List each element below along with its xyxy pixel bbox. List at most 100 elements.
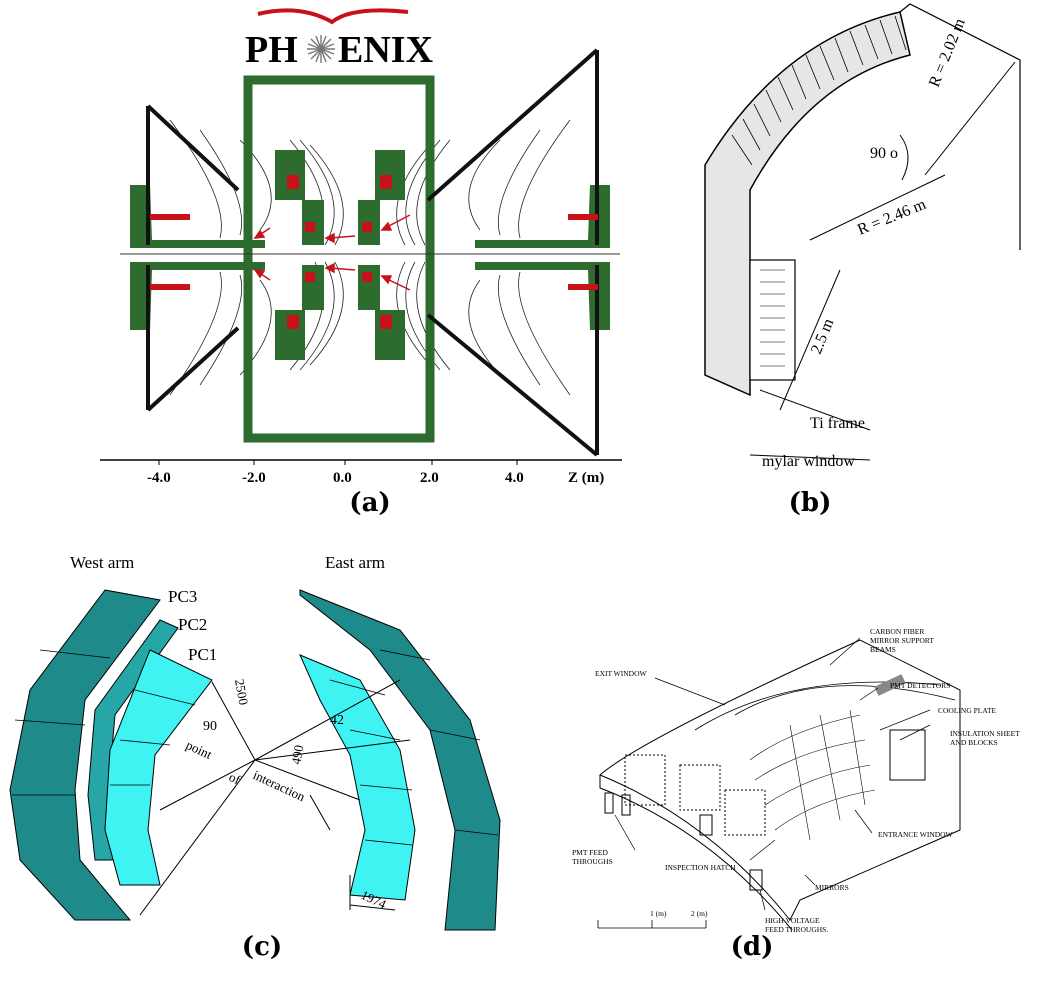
caption-a: (a) [349, 488, 391, 518]
cone-frames [146, 48, 599, 457]
cone-left-upper [130, 185, 265, 248]
label-hv-1: HIGH VOLTAGE [765, 916, 820, 925]
dim-2500: 2500 [232, 678, 251, 706]
rich-pmt-array [874, 674, 926, 781]
d-labels: EXIT WINDOW CARBON FIBER MIRROR SUPPORT … [572, 627, 1020, 934]
z-axis-tick-label: 4.0 [505, 470, 524, 486]
coil-1 [287, 175, 299, 189]
label-carbon-fiber-2: MIRROR SUPPORT [870, 636, 934, 645]
feed-1 [604, 792, 614, 814]
feed-4 [749, 869, 763, 891]
coil-9 [150, 214, 190, 220]
field-lines [169, 119, 571, 396]
leader-lines [614, 637, 931, 911]
caption-c: (c) [241, 932, 283, 962]
c-dimension-lines [139, 679, 411, 916]
z-axis-tick-label: -2.0 [242, 470, 266, 486]
module-curved-face [704, 11, 911, 397]
rich-body [599, 639, 961, 921]
label-pmt-detectors: PMT DETECTORS [890, 681, 950, 690]
z-axis-tick-label: -4.0 [147, 470, 171, 486]
coil-12 [568, 284, 598, 290]
east-pc3 [299, 589, 501, 931]
z-axis-tick-label: 2.0 [420, 470, 439, 486]
label-scale-2: 2 (m) [691, 909, 708, 918]
pc3-label: PC3 [168, 587, 197, 606]
coil-8 [362, 272, 372, 282]
label-height: 2.5 m [808, 316, 838, 357]
label-pmt-feed-1: PMT FEED [572, 848, 608, 857]
panel-a-svg: PH ENIX [100, 8, 622, 486]
panel-a-magnet-field: PH ENIX [90, 0, 650, 530]
dim-490: 490 [288, 744, 306, 766]
logo-swoosh [257, 8, 409, 25]
magnet-yoke [243, 75, 435, 443]
panel-b-svg: R = 2.02 m 90 o R = 2.46 m 2.5 m Ti fram… [704, 3, 1021, 470]
z-axis-label: Z (m) [568, 470, 604, 486]
label-carbon-fiber-1: CARBON FIBER [870, 627, 924, 636]
label-r-outer: R = 2.46 m [855, 196, 929, 239]
caption-d: (d) [730, 932, 774, 962]
label-mylar-window: mylar window [762, 453, 855, 470]
pc2-label: PC2 [178, 615, 207, 634]
panel-d-svg: EXIT WINDOW CARBON FIBER MIRROR SUPPORT … [572, 627, 1020, 934]
dimension-lines [749, 61, 1016, 461]
label-insulation-1: INSULATION SHEET [950, 729, 1020, 738]
hatch-1 [624, 754, 666, 806]
label-insulation-2: AND BLOCKS [950, 738, 998, 747]
feed-2 [621, 794, 631, 816]
panel-c-pad-chambers: West arm East arm PC3 PC2 PC1 2500 90 42… [0, 540, 520, 976]
module-side-slots [760, 269, 785, 367]
west-pc1 [104, 649, 213, 886]
pole-lr2 [358, 265, 380, 310]
phenix-logo: PH ENIX [245, 8, 433, 71]
label-ti-frame: Ti frame [810, 415, 865, 432]
coil-5 [305, 222, 315, 232]
label-point: point [184, 737, 215, 762]
feed-3 [699, 814, 713, 836]
coil-7 [305, 272, 315, 282]
label-inspection-hatch: INSPECTION HATCH [665, 863, 736, 872]
coil-2 [380, 175, 392, 189]
label-exit-window: EXIT WINDOW [595, 669, 648, 678]
label-r-inner: R = 2.02 m [926, 16, 969, 90]
coil-10 [150, 284, 190, 290]
logo-text-right: ENIX [338, 29, 433, 71]
label-mirrors: MIRRORS [815, 883, 849, 892]
hatch-2 [679, 764, 721, 811]
module-inner-edge [749, 54, 911, 191]
west-pc3 [9, 589, 161, 921]
coil-4 [380, 315, 392, 329]
pc1-label: PC1 [188, 645, 217, 664]
label-cooling-plate: COOLING PLATE [938, 706, 997, 715]
coil-3 [287, 315, 299, 329]
angle-90: 90 [203, 719, 217, 734]
rich-front-edge [599, 775, 793, 931]
label-pmt-feed-2: THROUGHS [572, 857, 613, 866]
cone-left-lower [130, 262, 265, 330]
west-arm-label: West arm [70, 553, 134, 572]
panel-c-svg: West arm East arm PC3 PC2 PC1 2500 90 42… [9, 553, 501, 931]
label-scale-1: 1 (m) [650, 909, 667, 918]
scale-bar [597, 920, 707, 929]
label-hv-2: FEED THROUGHS. [765, 925, 828, 934]
panel-d-rich-detector: EXIT WINDOW CARBON FIBER MIRROR SUPPORT … [560, 590, 1047, 976]
magnet-pieces [130, 150, 610, 360]
east-grid [329, 649, 499, 846]
label-entrance-window: ENTRANCE WINDOW [878, 830, 954, 839]
module-ribs [731, 15, 907, 166]
rich-arc-2 [734, 685, 956, 716]
angle-42: 42 [330, 713, 344, 728]
label-interaction: interaction [251, 767, 308, 804]
hatch-3 [724, 789, 766, 836]
pole-ll2 [302, 265, 324, 310]
label-carbon-fiber-3: BEAMS [870, 645, 896, 654]
z-axis-tick-label: 0.0 [333, 470, 352, 486]
west-grid [12, 649, 196, 796]
module-back-edge [899, 3, 1021, 250]
coils [150, 175, 598, 329]
coil-6 [362, 222, 372, 232]
logo-text-left: PH [245, 29, 298, 71]
east-pc1 [299, 654, 416, 901]
logo-star-icon [307, 35, 335, 63]
